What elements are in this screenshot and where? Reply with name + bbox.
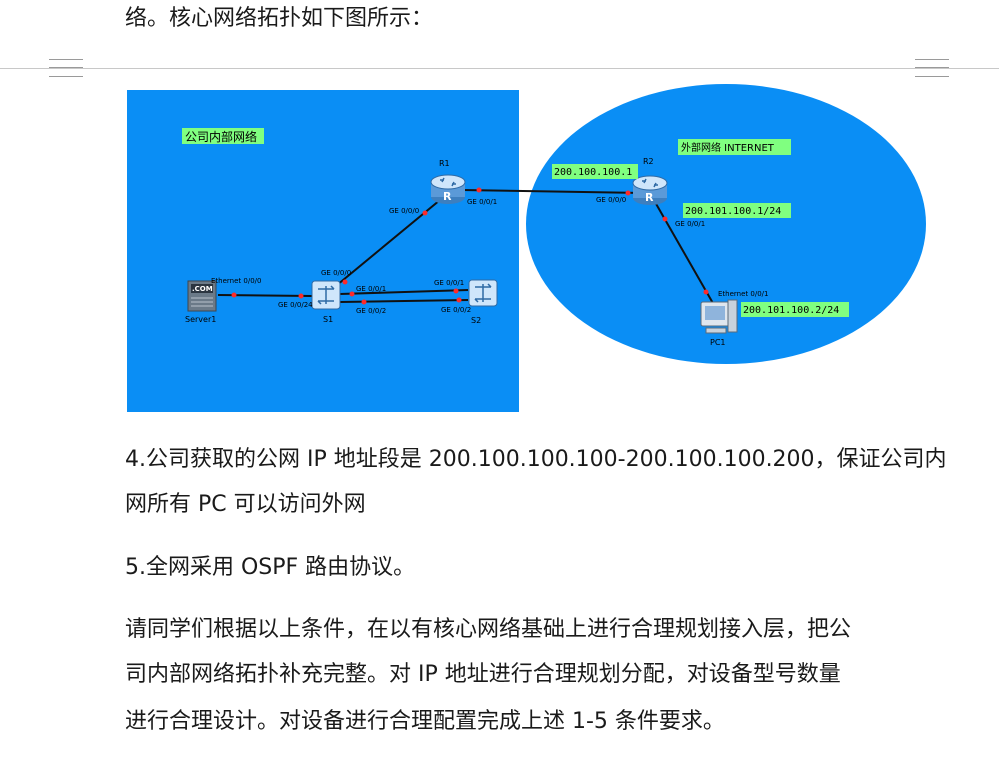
link-server-s1 [217,294,313,297]
server-badge: .COM [192,285,213,293]
server-port-eth: Ethernet 0/0/0 [211,277,261,285]
r2-port-ge000: GE 0/0/0 [596,196,626,204]
router-icon: R [430,174,466,204]
para-line2: 司内部网络拓扑补充完整。对 IP 地址进行合理规划分配，对设备型号数量 [125,662,841,687]
link-s1-s2-b [339,299,469,303]
heading-line: 络。核心网络拓扑如下图所示： [125,6,434,31]
port-dot [662,216,668,222]
item5-line: 5.全网采用 OSPF 路由协议。 [125,555,416,580]
s2-name: S2 [471,316,481,325]
r1-port-ge000: GE 0/0/0 [389,207,419,215]
server-icon: .COM [187,280,217,312]
r2-wan-ip: 200.100.100.1 [554,167,632,178]
port-dot [422,210,428,216]
link-s1-r1 [330,199,441,291]
r2-lan-ip-bg [683,203,791,218]
port-dot [231,292,237,298]
pc1-name: PC1 [710,338,726,347]
s2-port-ge002: GE 0/0/2 [441,306,471,314]
port-dot [342,279,348,285]
r2-lan-ip: 200.101.100.1/24 [685,206,781,217]
external-network-zone [526,84,926,364]
port-dot [298,293,304,299]
link-s1-s2-a [339,289,469,295]
s1-port-ge000: GE 0/0/0 [321,269,351,277]
para-line1: 请同学们根据以上条件，在以有核心网络基础上进行合理规划接入层，把公 [125,617,852,642]
svg-text:R: R [645,191,654,204]
internal-network-zone [127,90,519,412]
item4-line1: 4.公司获取的公网 IP 地址段是 200.100.100.100-200.10… [125,447,947,472]
pc1-ip-bg [741,302,849,317]
router-icon: R [632,175,668,205]
para-line3: 进行合理设计。对设备进行合理配置完成上述 1-5 条件要求。 [125,709,725,734]
link-r1-r2 [461,189,641,194]
page-break-rule [0,68,999,69]
external-zone-label-bg [678,139,791,155]
external-zone-label: 外部网络 INTERNET [681,141,775,154]
port-dots [231,187,709,305]
port-dot [456,297,462,303]
port-dot [349,291,355,297]
s1-port-ge001: GE 0/0/1 [356,285,386,293]
r2-port-ge001: GE 0/0/1 [675,220,705,228]
pc-icon [700,299,738,334]
links [217,189,715,306]
r2-wan-ip-bg [552,164,638,179]
s1-name: S1 [323,315,333,324]
pc-port-eth: Ethernet 0/0/1 [718,290,768,298]
link-r2-pc1 [654,201,715,306]
server1-name: Server1 [185,315,216,324]
r1-port-ge001: GE 0/0/1 [467,198,497,206]
item4-line2: 网所有 PC 可以访问外网 [125,492,366,517]
internal-zone-label-bg [182,128,264,144]
switch-icon [311,280,341,310]
svg-text:R: R [443,190,452,203]
port-dot [625,190,631,196]
right-margin-mark [915,59,949,77]
s1-port-ge002: GE 0/0/2 [356,307,386,315]
port-dot [453,288,459,294]
r1-name: R1 [439,159,450,168]
left-margin-mark [49,59,83,77]
switch-icon [468,279,498,307]
s2-port-ge001: GE 0/0/1 [434,279,464,287]
s1-port-ge0024: GE 0/0/24 [278,301,313,309]
pc1-ip: 200.101.100.2/24 [743,305,839,316]
port-dot [703,289,709,295]
port-dot [476,187,482,193]
port-dot [361,299,367,305]
internal-zone-label: 公司内部网络 [185,129,257,144]
r2-name: R2 [643,157,654,166]
